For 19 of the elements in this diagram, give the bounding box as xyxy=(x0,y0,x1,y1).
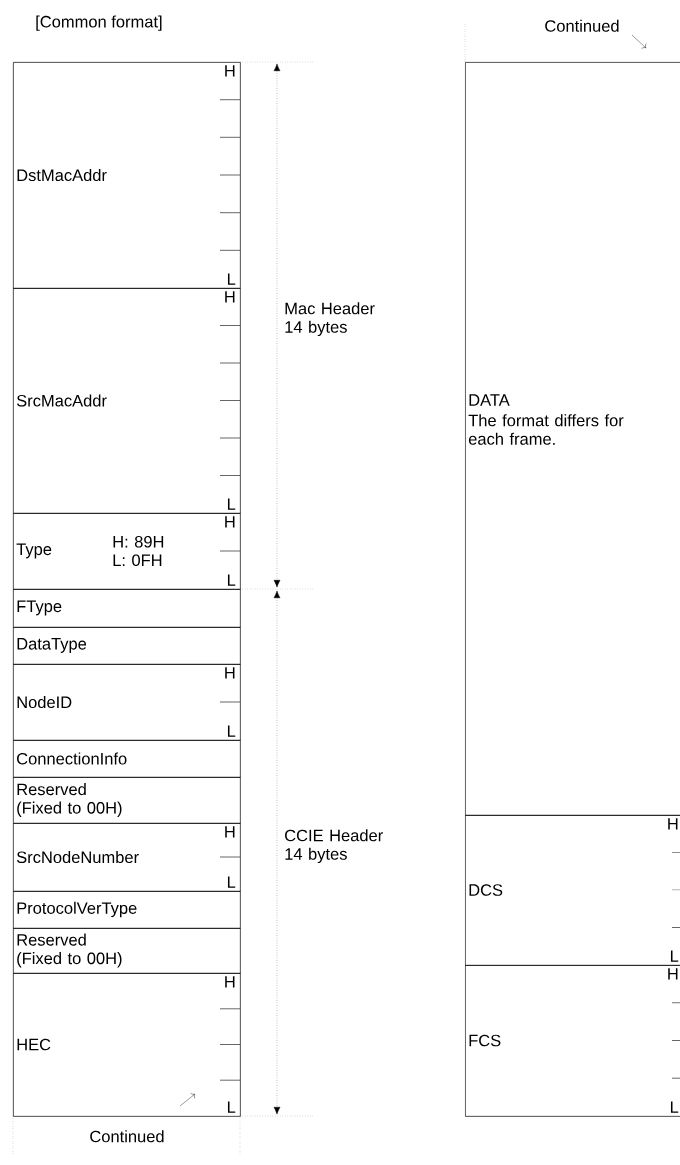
field-box: HEC H L xyxy=(13,973,241,1117)
format-title: [Common format] xyxy=(36,15,162,31)
field-box: DstMacAddr H L xyxy=(13,62,241,289)
continued-label: Continued xyxy=(545,19,619,32)
dimension-label: Mac Header 14 bytes xyxy=(285,302,375,337)
field-box: SrcNodeNumber H L xyxy=(13,823,241,892)
field-box: Reserved (Fixed to 00H) xyxy=(13,928,241,974)
field-box: DATA The format differs for each frame. xyxy=(465,62,680,816)
field-box: ConnectionInfo xyxy=(13,740,241,778)
field-box: DCS H L xyxy=(465,815,680,966)
field-box: FType xyxy=(13,589,241,628)
field-box: ProtocolVerType xyxy=(13,891,241,929)
field-box: SrcMacAddr H L xyxy=(13,288,241,514)
field-box: DataType xyxy=(13,627,241,665)
field-box: FCS H L xyxy=(465,965,680,1117)
field-box: Reserved (Fixed to 00H) xyxy=(13,777,241,824)
field-box: Type H: 89H L: 0FH H L xyxy=(13,513,241,590)
field-box: NodeID H L xyxy=(13,664,241,741)
dimension-label: CCIE Header 14 bytes xyxy=(285,829,383,864)
